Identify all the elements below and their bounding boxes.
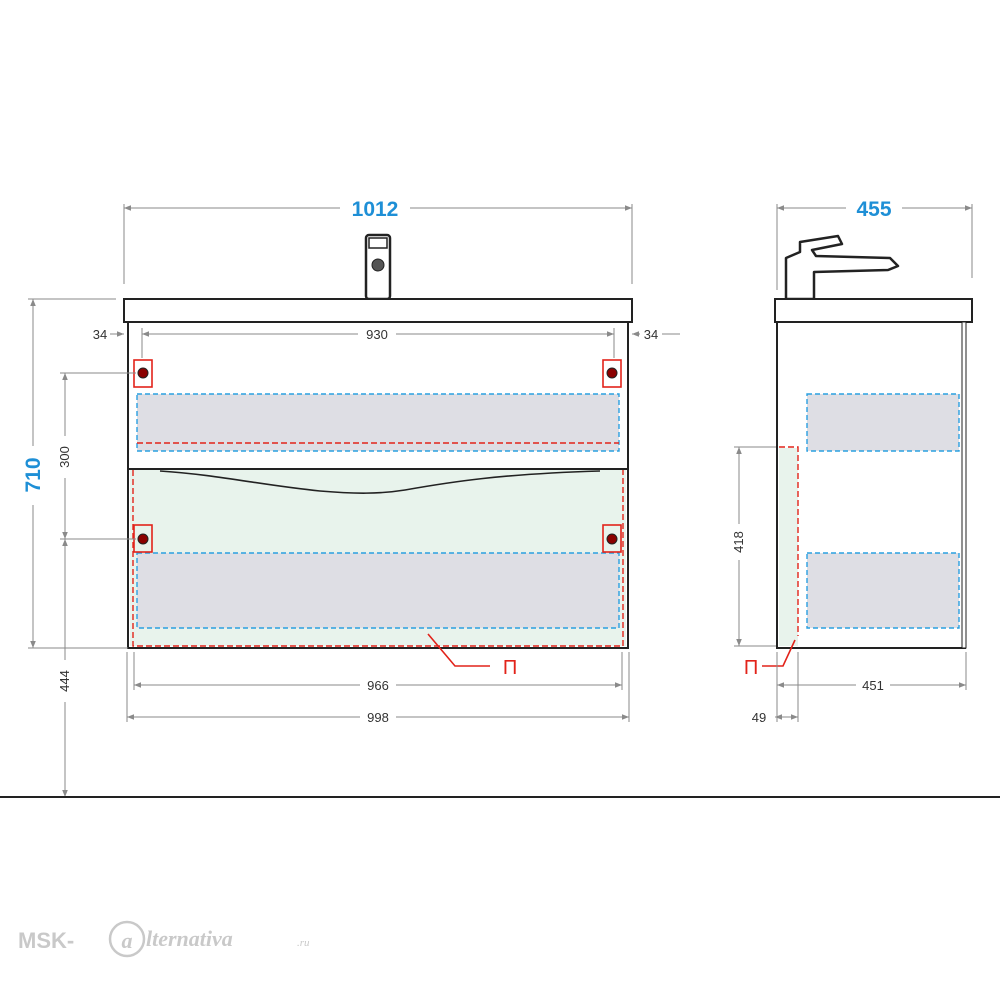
faucet-front [364,233,392,301]
cabinet-width-label: 998 [367,710,389,725]
wall-gap-label: 49 [752,710,766,725]
mount-spacing-vertical-label: 300 [57,446,72,468]
marker-front-label: П [503,657,517,679]
cabinet-depth-label: 451 [862,678,884,693]
cabinet-body-side [774,298,973,649]
watermark-suffix: .ru [297,937,310,949]
faucet-side [784,234,900,301]
cabinet-inner-width-label: 966 [367,678,389,693]
mount-points-front [133,359,622,553]
upper-drawer-side [806,393,960,452]
dimension-mount-spacing-vertical: 300 [57,372,136,540]
dimension-wall-gap: 49 [752,652,799,725]
lower-drawer-outline [136,552,620,629]
dimension-overall-width: 1012 [123,198,633,284]
service-marker-side: П [744,639,796,679]
floor-height-label: 444 [57,670,72,692]
dimension-cabinet-depth: 451 [776,652,967,722]
right-offset-label: 34 [644,327,658,342]
inner-span-label: 930 [366,327,388,342]
dimension-cabinet-inner-width: 966 [133,652,623,693]
overall-width-label: 1012 [352,198,399,221]
watermark-script-rest: lternativa [146,926,233,951]
dimension-overall-height: 710 [22,298,128,649]
overall-height-label: 710 [22,457,45,492]
lower-drawer-side [806,552,960,629]
left-offset-label: 34 [93,327,107,342]
overall-depth-label: 455 [856,198,891,221]
cabinet-body-front [127,321,629,649]
service-marker-front: П [427,633,517,679]
dimension-mount-spacing-horizontal: 34 930 34 [93,327,680,358]
watermark-prefix: MSK- [18,928,74,953]
dimension-service-height: 418 [731,446,776,647]
service-contour-side [779,446,799,636]
front-view: 1012 [22,198,680,797]
watermark-logo: MSK- a lternativa .ru [18,920,310,958]
side-view: 455 418 П [731,198,973,725]
dimension-cabinet-width: 998 [126,652,630,725]
dimension-floor-height: 444 [57,539,72,797]
upper-drawer-outline [136,393,620,452]
marker-side-label: П [744,657,758,679]
watermark-script-letter: a [122,928,133,953]
service-height-label: 418 [731,531,746,553]
dimension-overall-depth: 455 [776,198,973,290]
